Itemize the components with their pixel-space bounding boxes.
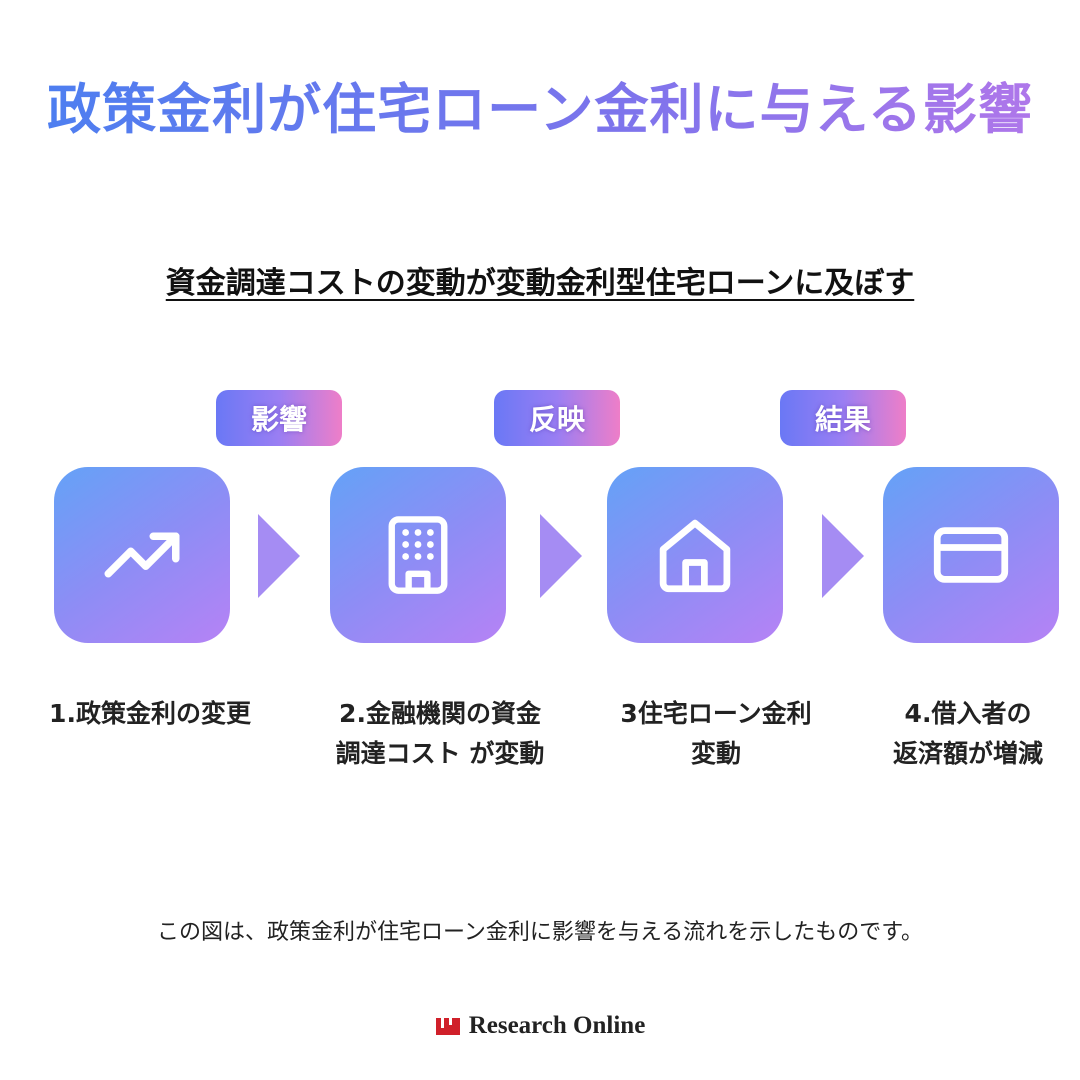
step-box-mortgage-rate [607, 467, 783, 643]
flow-arrow-2 [540, 514, 582, 598]
flow-arrow-1 [258, 514, 300, 598]
step-box-repayment [883, 467, 1059, 643]
step-label-2-line-1: 2.金融機関の資金 [339, 699, 541, 728]
house-icon [659, 519, 731, 593]
step-label-2-line-2: 調達コスト が変動 [335, 739, 545, 768]
step-label-4-line-2: 返済額が増減 [892, 739, 1043, 768]
step-label-1-line-1: 1.政策金利の変更 [49, 699, 251, 728]
step-label-3-line-1: 3住宅ローン金利 [620, 699, 812, 728]
research-online-logo-icon [435, 1018, 460, 1035]
step-label-2: 2.金融機関の資金 調達コスト が変動 [310, 694, 570, 774]
brand-name: Research Online [468, 1012, 646, 1039]
step-box-policy-rate [54, 467, 230, 643]
building-icon [388, 516, 448, 594]
diagram-subtitle: 資金調達コストの変動が変動金利型住宅ローンに及ぼす [0, 258, 1080, 302]
credit-card-icon [933, 527, 1009, 583]
badge-reflection: 反映 [494, 390, 620, 446]
brand: Research Online [0, 1012, 1080, 1040]
caption: この図は、政策金利が住宅ローン金利に影響を与える流れを示したものです。 [156, 920, 924, 945]
page-title: 政策金利が住宅ローン金利に与える影響 [0, 78, 1080, 143]
step-label-4-line-1: 4.借入者の [904, 699, 1032, 728]
step-label-1: 1.政策金利の変更 [20, 694, 280, 734]
step-label-3-line-2: 変動 [690, 739, 741, 768]
step-label-4: 4.借入者の 返済額が増減 [838, 694, 1080, 774]
trending-up-icon [104, 532, 180, 578]
badge-result: 結果 [780, 390, 906, 446]
step-box-funding-cost [330, 467, 506, 643]
step-label-3: 3住宅ローン金利 変動 [586, 694, 846, 774]
badge-influence: 影響 [216, 390, 342, 446]
subtitle-text: 資金調達コストの変動が変動金利型住宅ローンに及ぼす [165, 266, 915, 301]
flow-arrow-3 [822, 514, 864, 598]
